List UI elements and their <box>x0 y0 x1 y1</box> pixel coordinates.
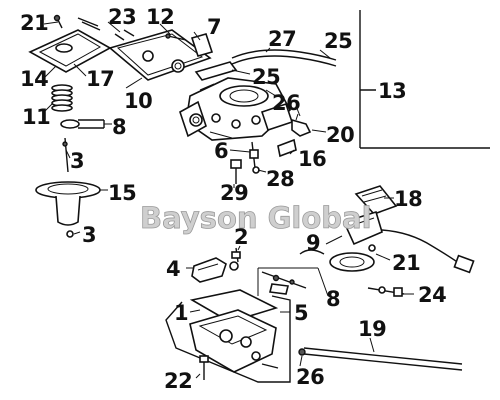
elbow-fitting-part <box>291 118 312 137</box>
callout-numbers: 21 23 12 7 27 25 13 14 17 25 10 11 8 26 … <box>20 5 447 393</box>
callout-14: 14 <box>20 67 48 91</box>
callout-18: 18 <box>394 187 422 211</box>
callout-3-top: 3 <box>70 149 84 173</box>
callout-12: 12 <box>146 5 174 29</box>
gasket-plate-part <box>108 29 212 81</box>
callout-16: 16 <box>298 147 326 171</box>
fuel-hose-part <box>231 49 337 61</box>
adjustment-screws-group <box>230 138 297 184</box>
diaphragm-cover-group <box>28 14 112 238</box>
callout-20: 20 <box>326 123 354 147</box>
spring-part <box>51 84 73 112</box>
callout-27: 27 <box>268 27 296 51</box>
callout-5: 5 <box>294 301 308 325</box>
callout-25-mid: 25 <box>252 65 280 89</box>
callout-21-bottom: 21 <box>392 251 420 275</box>
float-chamber-gasket-part <box>189 289 279 323</box>
callout-3-bottom: 3 <box>82 223 96 247</box>
callout-23: 23 <box>108 5 136 29</box>
callout-15: 15 <box>108 181 136 205</box>
callout-7: 7 <box>207 15 221 39</box>
gasket-plate-group <box>108 29 238 81</box>
callout-11: 11 <box>22 105 50 129</box>
leader-lines <box>43 21 414 379</box>
jet-kit-part <box>257 267 318 296</box>
callout-2: 2 <box>234 225 248 249</box>
callout-24: 24 <box>418 283 446 307</box>
diaphragm-piston-part <box>35 181 101 226</box>
carburetor-body-part <box>179 77 294 141</box>
callout-8-top: 8 <box>112 115 126 139</box>
callout-29: 29 <box>220 181 248 205</box>
callout-10: 10 <box>124 89 152 113</box>
callout-25-top: 25 <box>324 29 352 53</box>
callout-13: 13 <box>378 79 406 103</box>
callout-17: 17 <box>86 67 114 91</box>
float-chamber-group <box>165 289 291 383</box>
callout-26-top: 26 <box>272 91 300 115</box>
callout-6: 6 <box>214 139 228 163</box>
auto-choke-part <box>299 185 475 274</box>
callout-21: 21 <box>20 11 48 35</box>
float-part <box>191 247 241 283</box>
callout-4: 4 <box>166 257 180 281</box>
callout-22: 22 <box>164 369 192 393</box>
callout-8-bottom: 8 <box>326 287 340 311</box>
drain-hose-part <box>298 347 463 371</box>
callout-9: 9 <box>306 231 320 255</box>
callout-26-bottom: 26 <box>296 365 324 389</box>
watermark-text: Bayson Global <box>140 201 372 235</box>
callout-1: 1 <box>174 301 188 325</box>
assembly-bracket <box>359 10 490 149</box>
idle-screw-part <box>367 286 405 297</box>
callout-28: 28 <box>266 167 294 191</box>
callout-19: 19 <box>358 317 386 341</box>
